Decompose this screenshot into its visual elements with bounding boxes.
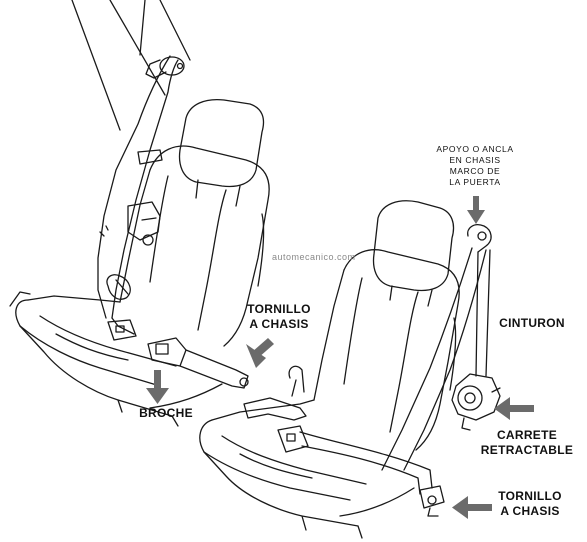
left-belt [97,55,185,341]
tornillo-right-arrow [452,496,492,519]
apoyo-arrow [467,196,485,224]
label-broche: BROCHE [139,406,193,420]
label-tornillo-right-line-1: TORNILLO [498,489,562,503]
tornillo-left-arrow [246,338,274,368]
left-seat [9,0,270,427]
watermark: automecanico.com [272,252,356,262]
label-cinturon: CINTURON [499,316,565,330]
broche-arrow [146,370,169,404]
label-tornillo-left: TORNILLO A CHASIS [236,302,322,332]
right-seat [199,200,460,539]
label-apoyo-line-3: MARCO DE [449,166,501,176]
label-apoyo-line-4: LA PUERTA [449,177,501,187]
right-belt [243,224,501,517]
label-apoyo: APOYO O ANCLA EN CHASIS MARCO DE LA PUER… [422,144,528,188]
label-tornillo-right-line-2: A CHASIS [500,504,560,518]
carrete-arrow [494,397,534,420]
label-tornillo-left-line-2: A CHASIS [249,317,309,331]
label-tornillo-right: TORNILLO A CHASIS [488,489,572,519]
label-apoyo-line-2: EN CHASIS [449,155,501,165]
label-apoyo-line-1: APOYO O ANCLA [436,144,514,154]
label-carrete-line-2: RETRACTABLE [480,443,574,457]
label-carrete: CARRETE RETRACTABLE [474,428,580,458]
left-buckle [147,337,249,389]
label-carrete-line-1: CARRETE [496,428,558,442]
label-tornillo-left-line-1: TORNILLO [247,302,311,316]
